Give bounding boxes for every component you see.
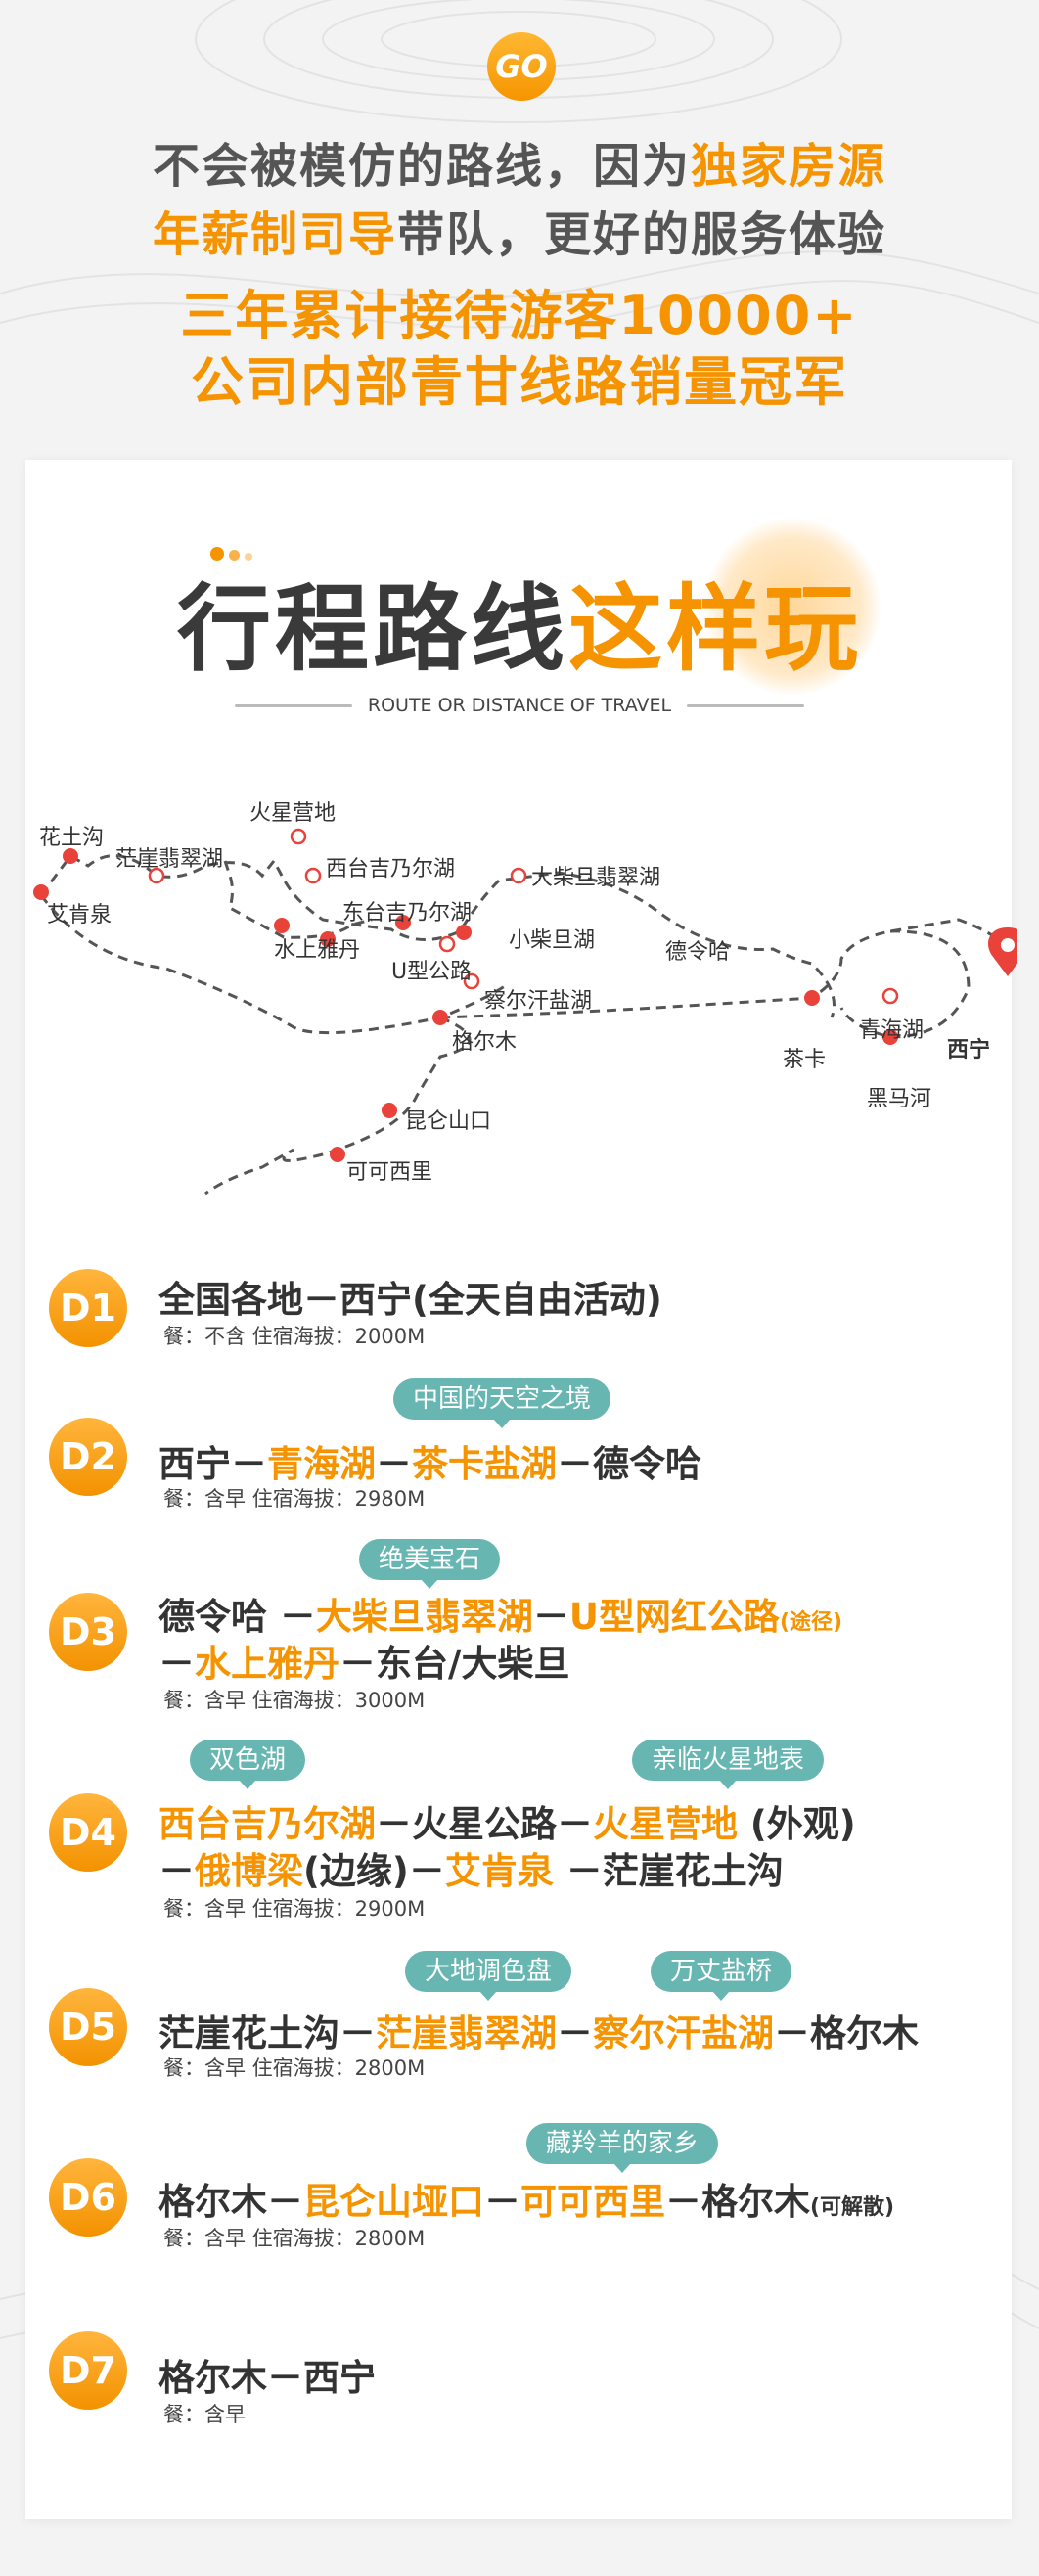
section-title: 行程路线这样玩 [177, 574, 862, 684]
day-badge: D6 [49, 2158, 127, 2237]
day-badge: D3 [49, 1593, 127, 1671]
day-meta: 餐：含早 [163, 2403, 246, 2426]
section-subtitle: ROUTE OR DISTANCE OF TRAVEL [0, 695, 1039, 716]
feature-tag: 中国的天空之境 [393, 1378, 611, 1428]
title-dots-decoration [210, 546, 257, 565]
headline-line-4: 公司内部青甘线路销量冠军 [191, 351, 848, 413]
day-route: 西宁－青海湖－茶卡盐湖－德令哈 [158, 1443, 701, 1485]
day-badge: D4 [49, 1793, 127, 1872]
feature-tag: 亲临火星地表 [632, 1740, 825, 1789]
map-label: U型公路 [391, 960, 472, 984]
day-meta: 餐：含早 住宿海拔：2800M [163, 2227, 426, 2250]
day-route-continued: －水上雅丹－东台/大柴旦 [158, 1643, 570, 1685]
map-label: 茫崖翡翠湖 [115, 847, 223, 872]
day-route: 德令哈 －大柴旦翡翠湖－U型网红公路(途径) [158, 1596, 843, 1638]
feature-tag: 藏羚羊的家乡 [526, 2123, 719, 2173]
header: GO 不会被模仿的路线，因为独家房源 年薪制司导带队，更好的服务体验 三年累计接… [0, 0, 1039, 450]
day-meta: 餐：含早 住宿海拔：2980M [163, 1487, 426, 1511]
day-meta: 餐：不含 住宿海拔：2000M [163, 1325, 426, 1348]
map-label: 艾肯泉 [47, 903, 112, 927]
title-glow-decoration [704, 519, 881, 695]
day-route: 茫崖花土沟－茫崖翡翠湖－察尔汗盐湖－格尔木 [158, 2012, 919, 2055]
itinerary-card [25, 460, 1012, 2519]
day-route: 格尔木－西宁 [158, 2357, 376, 2399]
map-label: 可可西里 [346, 1160, 432, 1185]
map-label: 大柴旦翡翠湖 [531, 866, 660, 890]
route-map: 花土沟 艾肯泉 茫崖翡翠湖 火星营地 西台吉乃尔湖 东台吉乃尔湖 水上雅丹 U型… [33, 801, 1017, 1196]
map-label: 西宁 [947, 1037, 990, 1062]
day-badge: D7 [49, 2331, 127, 2410]
map-label: 西台吉乃尔湖 [326, 857, 455, 881]
go-badge: GO [487, 32, 556, 101]
map-label: 察尔汗盐湖 [484, 989, 592, 1014]
map-label: 格尔木 [452, 1030, 517, 1055]
feature-tag: 绝美宝石 [359, 1539, 501, 1589]
map-label: 小柴旦湖 [509, 928, 595, 953]
feature-tag: 大地调色盘 [405, 1951, 572, 2001]
map-label: 火星营地 [249, 801, 336, 826]
day-route-continued: －俄博梁(边缘)－艾肯泉 －茫崖花土沟 [158, 1850, 784, 1892]
map-label: 水上雅丹 [274, 938, 360, 963]
destination-pin-icon [988, 927, 1017, 976]
day-route: 全国各地－西宁(全天自由活动) [158, 1279, 662, 1321]
map-label: 东台吉乃尔湖 [342, 901, 472, 926]
map-label: 花土沟 [39, 826, 104, 850]
headline-line-1: 不会被模仿的路线，因为独家房源 [152, 139, 887, 194]
day-meta: 餐：含早 住宿海拔：3000M [163, 1689, 426, 1712]
map-label: 茶卡 [783, 1048, 826, 1072]
day-route: 格尔木－昆仑山垭口－可可西里－格尔木(可解散) [158, 2181, 895, 2223]
map-label: 德令哈 [665, 940, 730, 965]
map-label: 黑马河 [867, 1087, 931, 1111]
map-label: 青海湖 [859, 1018, 924, 1043]
day-meta: 餐：含早 住宿海拔：2800M [163, 2056, 426, 2080]
day-badge: D5 [49, 1988, 127, 2066]
headline-line-3: 三年累计接待游客10000+ [180, 285, 859, 346]
feature-tag: 双色湖 [190, 1740, 306, 1789]
headline-line-2: 年薪制司导带队，更好的服务体验 [152, 207, 887, 262]
day-badge: D2 [49, 1418, 127, 1496]
day-meta: 餐：含早 住宿海拔：2900M [163, 1897, 426, 1921]
map-label: 昆仑山口 [405, 1109, 491, 1134]
day-route: 西台吉乃尔湖－火星公路－火星营地 (外观) [158, 1803, 856, 1845]
feature-tag: 万丈盐桥 [651, 1951, 792, 2001]
day-badge: D1 [49, 1269, 127, 1347]
